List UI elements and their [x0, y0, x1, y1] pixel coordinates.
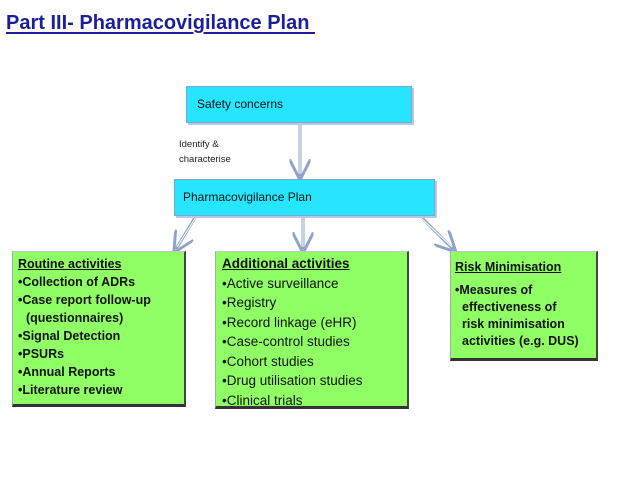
list-item: •Annual Reports	[18, 365, 116, 379]
list-item: •Drug utilisation studies	[222, 373, 363, 388]
list-item: (questionnaires)	[26, 311, 124, 325]
additional-activities-heading: Additional activities	[222, 256, 350, 271]
risk-minimisation-list: •Measures of effectiveness of risk minim…	[455, 282, 596, 350]
list-item: •Signal Detection	[18, 329, 121, 343]
list-item: •PSURs	[18, 347, 65, 361]
identify-line-1: Identify &	[179, 139, 219, 150]
identify-characterise-note: Identify & characterise	[179, 137, 231, 167]
risk-minimisation-panel: Risk Minimisation •Measures of effective…	[450, 251, 598, 361]
pharmacovigilance-plan-box: Pharmacovigilance Plan	[174, 179, 435, 216]
list-item: risk minimisation	[462, 317, 565, 331]
list-item: •Cohort studies	[222, 353, 314, 369]
additional-activities-list: •Active surveillance •Registry •Record l…	[222, 274, 407, 411]
routine-activities-heading: Routine activities	[18, 257, 122, 271]
page-title: Part III- Pharmacovigilance Plan	[6, 12, 316, 34]
list-item: •Collection of ADRs	[18, 275, 136, 289]
list-item: •Record linkage (eHR)	[222, 314, 357, 330]
list-item: effectiveness of	[462, 300, 557, 314]
risk-minimisation-heading: Risk Minimisation	[455, 260, 562, 274]
pharmacovigilance-plan-label: Pharmacovigilance Plan	[183, 190, 312, 204]
list-item: •Measures of	[455, 283, 533, 297]
identify-line-2: characterise	[179, 154, 231, 165]
safety-concerns-box: Safety concerns	[186, 86, 412, 123]
list-item: •Clinical trials	[222, 392, 303, 408]
additional-activities-panel: Additional activities •Active surveillan…	[215, 251, 409, 409]
list-item: •Case-control studies	[222, 334, 350, 349]
list-item: •Active surveillance	[222, 275, 339, 291]
routine-activities-list: •Collection of ADRs •Case report follow-…	[18, 273, 184, 399]
list-item: activities (e.g. DUS)	[462, 334, 579, 348]
list-item: •Case report follow-up	[18, 293, 151, 307]
list-item: •Registry	[222, 295, 277, 310]
list-item: •Literature review	[18, 383, 123, 397]
routine-activities-panel: Routine activities •Collection of ADRs •…	[12, 251, 186, 407]
safety-concerns-label: Safety concerns	[197, 97, 284, 111]
